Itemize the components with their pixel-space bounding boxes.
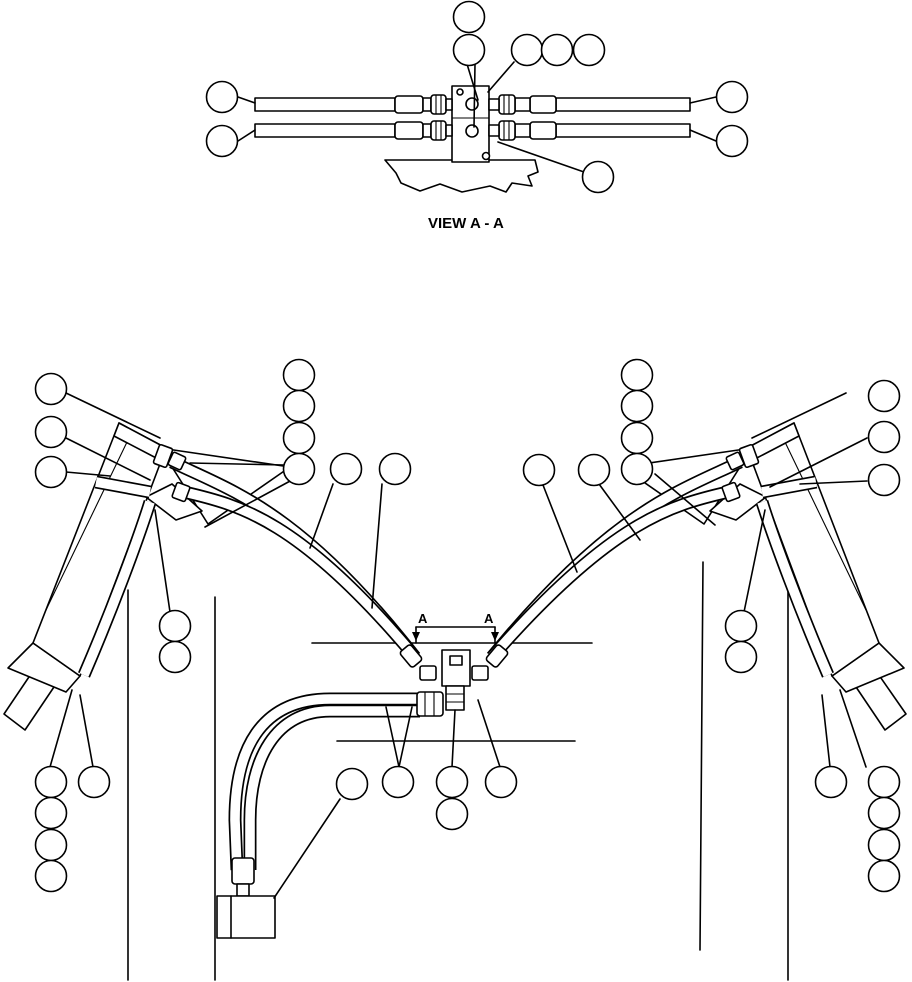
pump: [216, 895, 276, 939]
center-valve: [419, 649, 489, 711]
callout-balloon: [335, 767, 369, 801]
frame-rail-right-inner: [699, 561, 704, 951]
callout-balloon: [510, 33, 544, 67]
port-lower: [465, 124, 479, 138]
callout-balloon: [435, 765, 469, 799]
hose-upper-left: [254, 97, 396, 112]
callout-balloon: [715, 80, 749, 114]
main-assembly-view: A A: [3, 392, 907, 981]
mounting-surface: [384, 159, 539, 193]
callout-balloon: [282, 389, 316, 423]
block-bolt-bottom: [481, 151, 491, 161]
callout-balloon: [205, 80, 239, 114]
callout-balloon: [158, 609, 192, 643]
callout-balloon: [34, 455, 68, 489]
callout-balloon: [581, 160, 615, 194]
callout-balloon: [34, 859, 68, 893]
callout-balloon: [620, 389, 654, 423]
callout-balloon: [814, 765, 848, 799]
leader-lines: [49, 392, 868, 899]
left-bracket-lower: [145, 483, 203, 521]
callout-balloon: [452, 0, 486, 34]
callout-balloon: [867, 463, 901, 497]
callout-balloons: [34, 0, 901, 893]
callout-balloon: [715, 124, 749, 158]
callout-balloon: [34, 796, 68, 830]
callout-balloon: [620, 358, 654, 392]
callout-balloon: [540, 33, 574, 67]
callout-balloon: [34, 372, 68, 406]
callout-balloon: [572, 33, 606, 67]
callout-balloon: [435, 797, 469, 831]
callout-balloon: [620, 421, 654, 455]
callout-balloon: [205, 124, 239, 158]
callout-balloon: [282, 452, 316, 486]
callout-balloon: [620, 452, 654, 486]
callout-balloon: [867, 796, 901, 830]
callout-balloon: [522, 453, 556, 487]
callout-balloon: [452, 33, 486, 67]
callout-balloon: [381, 765, 415, 799]
callout-balloon: [34, 828, 68, 862]
view-a-a-detail: VIEW A - A: [237, 61, 717, 232]
callout-balloon: [329, 452, 363, 486]
callout-balloon: [577, 453, 611, 487]
section-mark-left: A: [418, 611, 428, 626]
callout-balloon: [484, 765, 518, 799]
callout-balloon: [867, 420, 901, 454]
view-caption: VIEW A - A: [428, 215, 504, 232]
callout-balloon: [282, 421, 316, 455]
callout-balloon: [867, 765, 901, 799]
section-mark-right: A: [484, 611, 494, 626]
callout-balloon: [158, 640, 192, 674]
callout-balloon: [77, 765, 111, 799]
right-bracket-lower: [709, 483, 767, 521]
callout-balloon: [724, 609, 758, 643]
callout-balloon: [867, 379, 901, 413]
callout-balloon: [867, 828, 901, 862]
section-cut-a-a: A A: [412, 611, 499, 644]
hose-lower-left: [254, 123, 396, 138]
hose-upper-right: [555, 97, 691, 112]
port-upper: [465, 97, 479, 111]
callout-balloon: [282, 358, 316, 392]
hose-lower-right: [555, 123, 691, 138]
callout-balloon: [34, 415, 68, 449]
block-bolt-top: [456, 88, 464, 96]
left-cylinder: [3, 422, 167, 731]
callout-balloon: [867, 859, 901, 893]
callout-balloon: [378, 452, 412, 486]
callout-balloon: [34, 765, 68, 799]
callout-balloon: [724, 640, 758, 674]
